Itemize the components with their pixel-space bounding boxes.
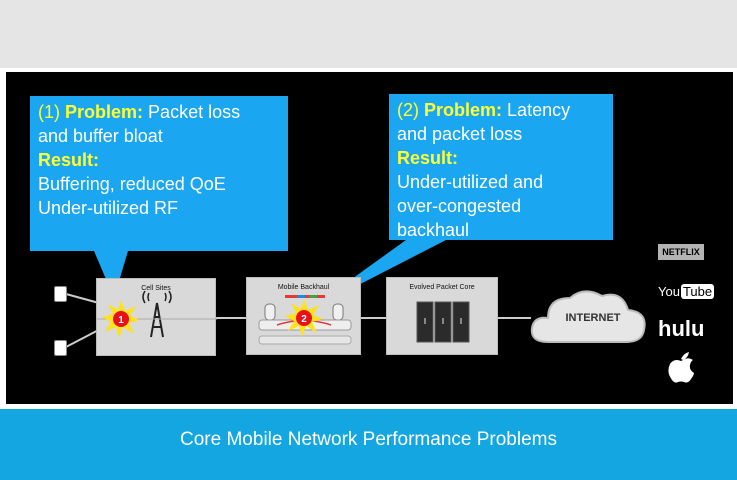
netflix-logo: NETFLIX bbox=[658, 244, 704, 260]
top-bar bbox=[0, 0, 737, 68]
problem-1-burst-icon: 1 bbox=[102, 300, 140, 338]
hulu-logo: hulu bbox=[658, 316, 705, 341]
callout1-problem-label: Problem: bbox=[65, 102, 144, 122]
mobile-backhaul-label: Mobile Backhaul bbox=[277, 284, 330, 291]
mobile-device-icon bbox=[54, 340, 67, 356]
callout2-problem-label: Problem: bbox=[424, 100, 503, 120]
cell-sites-label: Cell Sites bbox=[141, 285, 171, 292]
callout-problem-1: (1) Problem: Packet loss and buffer bloa… bbox=[30, 96, 288, 251]
callout1-result-label: Result: bbox=[38, 150, 100, 170]
caption-bar: Core Mobile Network Performance Problems bbox=[0, 409, 737, 480]
server-rack-icon bbox=[416, 301, 470, 343]
callout2-problem-text2: and packet loss bbox=[397, 124, 523, 144]
problem-2-burst-icon: 2 bbox=[285, 299, 323, 337]
callout2-problem-text: Latency bbox=[507, 100, 571, 120]
callout1-problem-text: Packet loss bbox=[148, 102, 241, 122]
cell-sites-box: Cell Sites 1 bbox=[96, 278, 217, 356]
network-diagram: (1) Problem: Packet loss and buffer bloa… bbox=[6, 72, 733, 404]
callout2-result-line: Under-utilized and bbox=[397, 172, 544, 192]
callout-problem-2: (2) Problem: Latency and packet loss Res… bbox=[389, 94, 613, 240]
caption-title: Core Mobile Network Performance Problems bbox=[180, 429, 557, 450]
packet-core-label: Evolved Packet Core bbox=[409, 284, 475, 291]
callout2-result-label: Result: bbox=[397, 148, 459, 168]
callout1-result-line: Buffering, reduced QoE bbox=[38, 174, 226, 194]
mobile-backhaul-box: Mobile Backhaul 2 bbox=[246, 277, 361, 355]
callout1-number: (1) bbox=[38, 102, 60, 122]
internet-label: INTERNET bbox=[565, 312, 621, 324]
callout2-number: (2) bbox=[397, 100, 419, 120]
marker-1-label: 1 bbox=[118, 315, 124, 326]
backhaul-equipment-icon bbox=[258, 295, 352, 345]
youtube-tube: Tube bbox=[680, 284, 715, 299]
callout1-result-line: Under-utilized RF bbox=[38, 198, 179, 218]
youtube-you: You bbox=[658, 284, 680, 299]
callout1-problem-text2: and buffer bloat bbox=[38, 126, 163, 146]
packet-core-box: Evolved Packet Core bbox=[386, 277, 498, 355]
apple-logo-icon bbox=[668, 352, 694, 383]
callout1-pointer bbox=[94, 251, 128, 298]
marker-2-label: 2 bbox=[301, 314, 307, 325]
internet-cloud-icon bbox=[530, 290, 646, 343]
mobile-device-icon bbox=[54, 286, 67, 302]
callout2-result-line: over-congested bbox=[397, 196, 522, 216]
callout2-result-line: backhaul bbox=[397, 220, 470, 240]
